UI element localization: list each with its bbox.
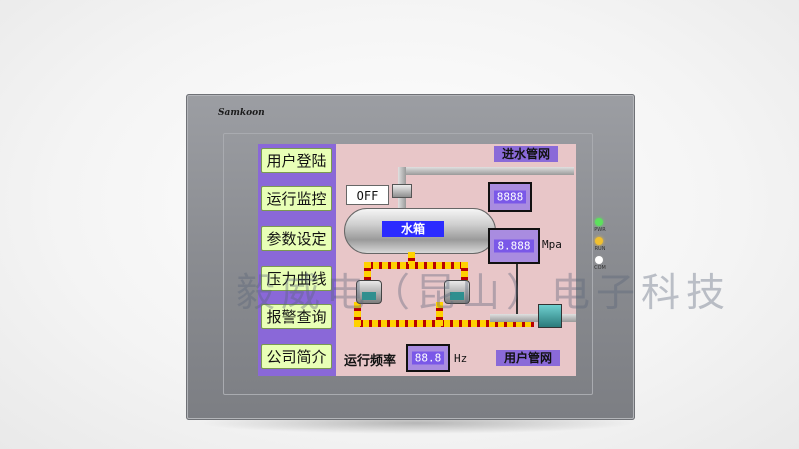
menu-button-company-info[interactable]: 公司简介 <box>261 344 332 369</box>
hmi-screen: 用户登陆 运行监控 参数设定 压力曲线 报警查询 公司简介 进水管网 OFF 水… <box>258 144 576 376</box>
menu-button-param-settings[interactable]: 参数设定 <box>261 226 332 251</box>
pump-right-icon <box>444 280 470 304</box>
inlet-valve-icon <box>392 184 412 198</box>
tank-outlet-pipe <box>408 252 415 264</box>
sensor-line <box>516 264 518 314</box>
pressure-display: 8.888 <box>488 228 540 264</box>
pump-right-riser <box>461 262 468 284</box>
tank-label: 水箱 <box>382 221 444 237</box>
inlet-network-label: 进水管网 <box>494 146 558 162</box>
frequency-value: 88.8 <box>412 351 444 365</box>
left-discharge-riser <box>354 302 361 326</box>
pump-left-riser <box>364 262 371 284</box>
flowmeter-icon <box>538 304 562 328</box>
pwr-led-icon <box>595 218 603 226</box>
outlet-pipe <box>490 314 576 322</box>
pump-header-pipe <box>364 262 468 269</box>
watermark-text: 毅威电（昆山）电子科技 <box>236 271 732 316</box>
top-display: 8888 <box>488 182 532 212</box>
pressure-unit: Mpa <box>542 238 562 251</box>
discharge-pipe <box>354 320 534 327</box>
pressure-value: 8.888 <box>494 239 534 253</box>
right-discharge-riser <box>436 302 443 326</box>
frequency-label: 运行频率 <box>344 354 397 369</box>
com-led-label: COM <box>594 265 606 271</box>
frequency-unit: Hz <box>454 352 468 365</box>
bezel-inner-frame <box>223 133 593 395</box>
menu-button-alarm-query[interactable]: 报警查询 <box>261 304 332 329</box>
valve-off-button[interactable]: OFF <box>346 185 389 205</box>
com-led-icon <box>595 256 603 264</box>
frequency-display: 88.8 <box>406 344 450 372</box>
user-network-label: 用户管网 <box>496 350 560 366</box>
menu-button-run-monitor[interactable]: 运行监控 <box>261 186 332 211</box>
menu-button-pressure-curve[interactable]: 压力曲线 <box>261 266 332 291</box>
top-display-value: 8888 <box>494 190 526 204</box>
menu-column: 用户登陆 运行监控 参数设定 压力曲线 报警查询 公司简介 <box>258 144 336 376</box>
inlet-pipe-horizontal <box>398 167 574 175</box>
pump-left-indicator-icon <box>362 292 376 300</box>
brand-logo: Samkoon <box>218 108 265 118</box>
pwr-led-label: PWR <box>594 227 606 233</box>
menu-button-user-login[interactable]: 用户登陆 <box>261 148 332 173</box>
pump-right-indicator-icon <box>450 292 464 300</box>
run-led-label: RUN <box>594 246 606 252</box>
run-led-icon <box>595 237 603 245</box>
status-leds: PWR RUN COM <box>588 218 612 278</box>
